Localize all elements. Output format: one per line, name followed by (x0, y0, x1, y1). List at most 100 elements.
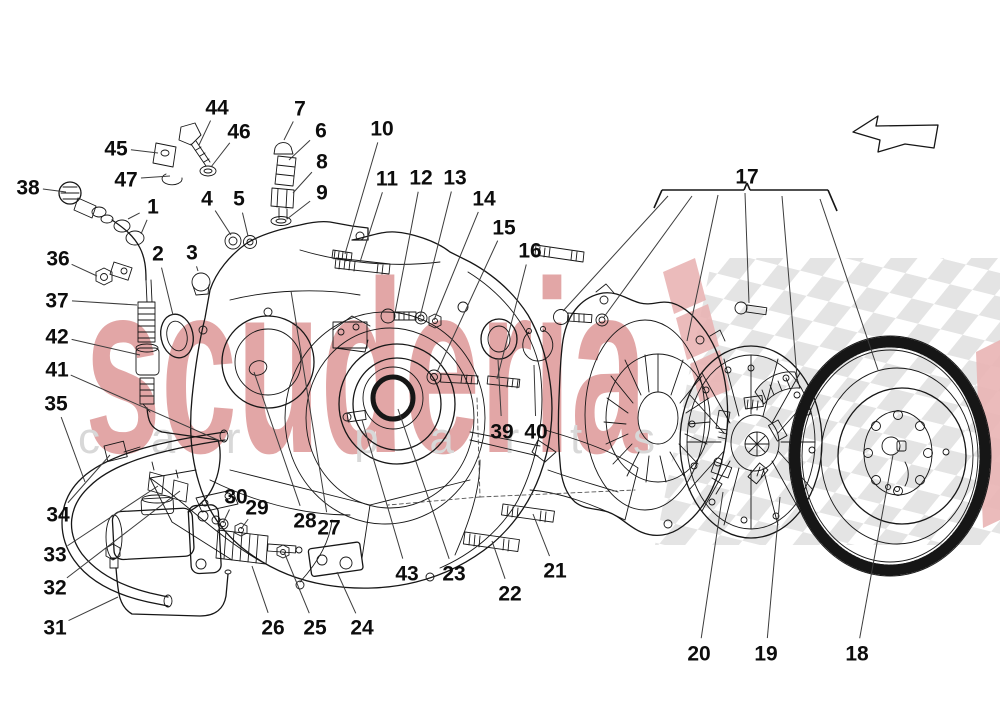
bracket-17-segment-5 (827, 189, 838, 212)
flywheel (788, 335, 992, 577)
callout-8: 8 (316, 151, 328, 174)
leader-34 (67, 454, 111, 504)
callout-42: 42 (45, 326, 68, 349)
leader-32 (66, 490, 181, 579)
callout-5: 5 (233, 188, 245, 211)
leader-2 (161, 267, 174, 316)
leader-42 (71, 338, 141, 356)
leader-5 (241, 212, 249, 237)
callout-40: 40 (524, 421, 547, 444)
leader-12 (394, 191, 419, 314)
callout-23: 23 (442, 563, 465, 586)
callout-21: 21 (543, 560, 567, 583)
callout-11: 11 (376, 168, 399, 191)
callout-29: 29 (245, 497, 268, 520)
direction-arrow-icon (852, 115, 939, 153)
callout-10: 10 (370, 118, 393, 141)
callout-18: 18 (845, 643, 869, 666)
callout-34: 34 (46, 504, 70, 527)
bracket-17-leader-1 (603, 195, 693, 318)
callout-46: 46 (227, 121, 250, 144)
callout-14: 14 (472, 188, 496, 211)
callout-28: 28 (293, 510, 317, 533)
callout-2: 2 (152, 243, 164, 266)
leader-41 (70, 374, 219, 441)
leader-4 (214, 210, 232, 236)
leader-6 (288, 139, 311, 161)
callout-38: 38 (16, 177, 40, 200)
callout-17: 17 (735, 166, 758, 189)
leader-15 (436, 240, 499, 373)
leader-18 (859, 454, 894, 639)
bracket-17-segment-3 (746, 182, 751, 191)
bell-housing (149, 220, 639, 590)
bracket-17-leader-3 (744, 192, 750, 304)
leader-1 (127, 212, 140, 220)
bracket-17-leader-0 (562, 195, 669, 312)
leader-22 (491, 540, 506, 579)
master-cylinder-assembly (105, 489, 364, 617)
bracket-17-segment-4 (653, 189, 663, 209)
callout-6: 6 (315, 120, 327, 143)
leader-36 (71, 263, 98, 277)
leader-35 (60, 416, 86, 483)
small-parts (58, 122, 768, 608)
callout-3: 3 (186, 242, 198, 265)
callout-1: 1 (147, 196, 159, 219)
leader-37 (71, 300, 138, 306)
leader-21 (532, 513, 550, 557)
leader-33 (67, 485, 159, 547)
leader-43 (361, 419, 404, 559)
callout-7: 7 (294, 98, 306, 121)
callout-30: 30 (224, 486, 247, 509)
leader-25 (283, 551, 310, 614)
callout-37: 37 (45, 290, 68, 313)
leader-29 (240, 518, 249, 530)
callout-45: 45 (104, 138, 128, 161)
callout-32: 32 (43, 577, 66, 600)
leader-8 (292, 171, 313, 194)
watermark: scuderia car parts (78, 230, 1000, 545)
checkered-flag-graphic (655, 258, 1000, 545)
callout-22: 22 (498, 583, 521, 606)
callout-12: 12 (409, 167, 432, 190)
leader-39 (497, 359, 502, 417)
callout-27: 27 (317, 517, 340, 540)
callout-26: 26 (261, 617, 284, 640)
callout-43: 43 (395, 563, 418, 586)
leader-24 (336, 571, 357, 614)
leader-31 (68, 596, 119, 622)
leader-1-1 (140, 219, 148, 235)
callout-20: 20 (687, 643, 710, 666)
callout-41: 41 (45, 359, 69, 382)
callout-4: 4 (201, 188, 213, 211)
callout-9: 9 (316, 182, 328, 205)
callout-16: 16 (518, 240, 541, 263)
leader-3 (196, 266, 199, 272)
callout-44: 44 (205, 97, 229, 120)
leader-47 (140, 175, 171, 179)
callout-15: 15 (492, 217, 516, 240)
leader-23 (397, 408, 450, 559)
leader-30 (222, 509, 230, 524)
leader-44 (198, 120, 212, 146)
leader-11 (359, 192, 383, 263)
callout-33: 33 (43, 544, 66, 567)
leader-27 (290, 290, 328, 513)
leader-14 (433, 211, 479, 321)
leader-46 (210, 142, 231, 168)
leader-45 (130, 149, 159, 154)
leader-28 (253, 371, 301, 506)
leader-7 (283, 121, 294, 141)
bracket-17-segment-2 (743, 182, 748, 191)
watermark-word-scuderia: scuderia (85, 230, 648, 504)
leader-13 (419, 191, 452, 318)
callout-19: 19 (754, 643, 777, 666)
leader-16 (496, 264, 527, 380)
callout-36: 36 (46, 248, 69, 271)
leader-9 (286, 200, 311, 220)
callout-39: 39 (490, 421, 513, 444)
